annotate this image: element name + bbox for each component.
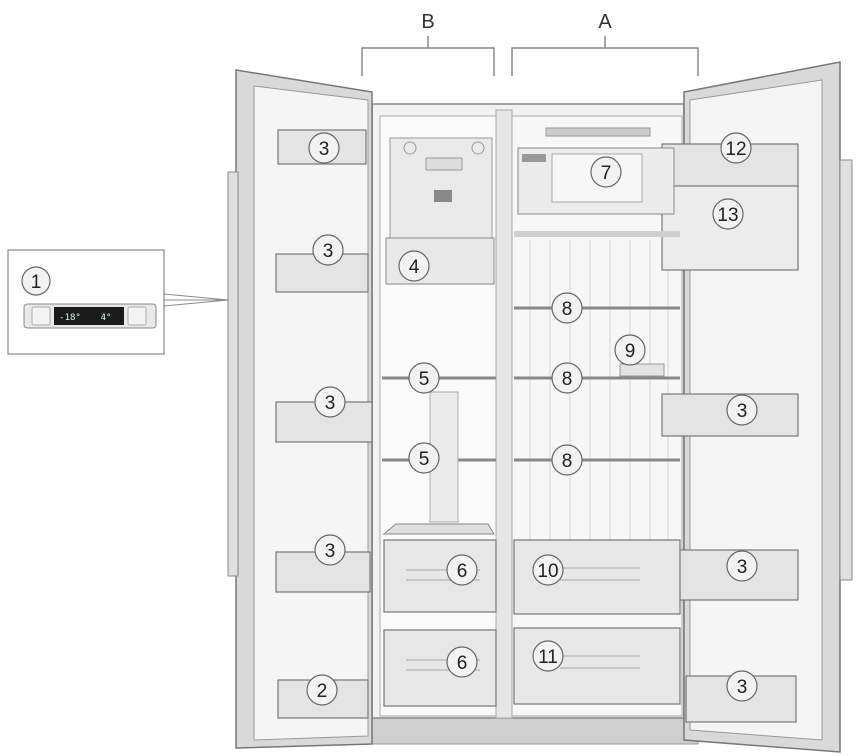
callout-number: 3 — [319, 139, 330, 160]
callout-door-compartment-lid: 12 — [720, 132, 752, 164]
callout-group: 3 3 3 3 2 4 5 5 6 6 7 8 8 8 9 10 11 12 13 3 3 3 — [306, 132, 758, 706]
callout-door-shelf: 3 — [312, 234, 344, 266]
control-panel-inset: -18° 4° 1 — [7, 249, 229, 355]
callout-freezer-shelf: 5 — [408, 362, 440, 394]
callout-number: 6 — [457, 561, 468, 582]
section-bracket-freezer: B — [361, 11, 495, 76]
callout-number: 11 — [538, 647, 558, 668]
callout-circle — [446, 554, 478, 586]
callout-number: 4 — [409, 257, 420, 278]
callout-circle — [532, 554, 564, 586]
callout-circle — [532, 640, 564, 672]
callout-number: 13 — [717, 205, 738, 226]
callout-number: 7 — [601, 163, 612, 184]
callout-freezer-shelf: 5 — [408, 442, 440, 474]
callout-circle — [408, 362, 440, 394]
callout-crisper-lower: 11 — [532, 640, 564, 672]
callout-circle — [308, 132, 340, 164]
section-label-fridge: A — [598, 11, 612, 33]
callout-number: 6 — [457, 653, 468, 674]
callout-circle — [590, 156, 622, 188]
callout-door-shelf: 3 — [308, 132, 340, 164]
callout-number: 3 — [323, 241, 334, 262]
callout-circle — [614, 334, 646, 366]
callout-circle — [551, 444, 583, 476]
callout-circle — [398, 250, 430, 282]
callout-number: 12 — [725, 139, 746, 160]
callout-number: 5 — [419, 449, 430, 470]
callout-number: 3 — [325, 541, 336, 562]
callout-fridge-shelf: 8 — [551, 362, 583, 394]
freezer-drawers — [382, 523, 497, 707]
callout-number: 3 — [325, 393, 336, 414]
callout-number: 2 — [317, 681, 328, 702]
section-bracket-fridge: A — [511, 11, 699, 76]
callout-circle — [306, 674, 338, 706]
section-label-freezer: B — [421, 11, 434, 33]
callout-crisper-upper: 10 — [532, 554, 564, 586]
callout-circle — [726, 394, 758, 426]
callout-circle — [720, 132, 752, 164]
callout-number: 8 — [562, 369, 573, 390]
callout-freezer-drawer: 6 — [446, 554, 478, 586]
callout-circle — [551, 292, 583, 324]
bottle-holder — [619, 363, 665, 377]
callout-number: 5 — [419, 369, 430, 390]
callout-ice-maker: 4 — [398, 250, 430, 282]
callout-fridge-light-box: 7 — [590, 156, 622, 188]
callout-circle — [312, 234, 344, 266]
callout-number: 8 — [562, 451, 573, 472]
callout-circle — [408, 442, 440, 474]
callout-door-shelf: 3 — [726, 670, 758, 702]
callout-fridge-shelf: 8 — [551, 444, 583, 476]
callout-bottle-holder: 9 — [614, 334, 646, 366]
callout-door-shelf: 3 — [726, 394, 758, 426]
callout-number: 3 — [737, 557, 748, 578]
callout-number: 3 — [737, 677, 748, 698]
callout-door-compartment: 13 — [712, 198, 744, 230]
freezer-temp-readout: -18° — [59, 313, 81, 323]
callout-freezer-drawer: 6 — [446, 646, 478, 678]
callout-circle — [726, 550, 758, 582]
callout-door-shelf: 3 — [726, 550, 758, 582]
callout-number: 9 — [625, 341, 636, 362]
callout-circle — [712, 198, 744, 230]
callout-circle — [314, 534, 346, 566]
callout-circle — [314, 386, 346, 418]
fridge-shelves — [514, 231, 680, 462]
callout-bottom-door-shelf: 2 — [306, 674, 338, 706]
callout-circle — [446, 646, 478, 678]
callout-number: 10 — [537, 561, 558, 582]
callout-1: 1 — [31, 272, 42, 293]
callout-number: 3 — [737, 401, 748, 422]
callout-circle — [551, 362, 583, 394]
fridge-temp-readout: 4° — [101, 313, 112, 323]
callout-door-shelf: 3 — [314, 386, 346, 418]
callout-fridge-shelf: 8 — [551, 292, 583, 324]
callout-number: 8 — [562, 299, 573, 320]
callout-1-circle — [21, 266, 51, 296]
callout-door-shelf: 3 — [314, 534, 346, 566]
callout-circle — [726, 670, 758, 702]
